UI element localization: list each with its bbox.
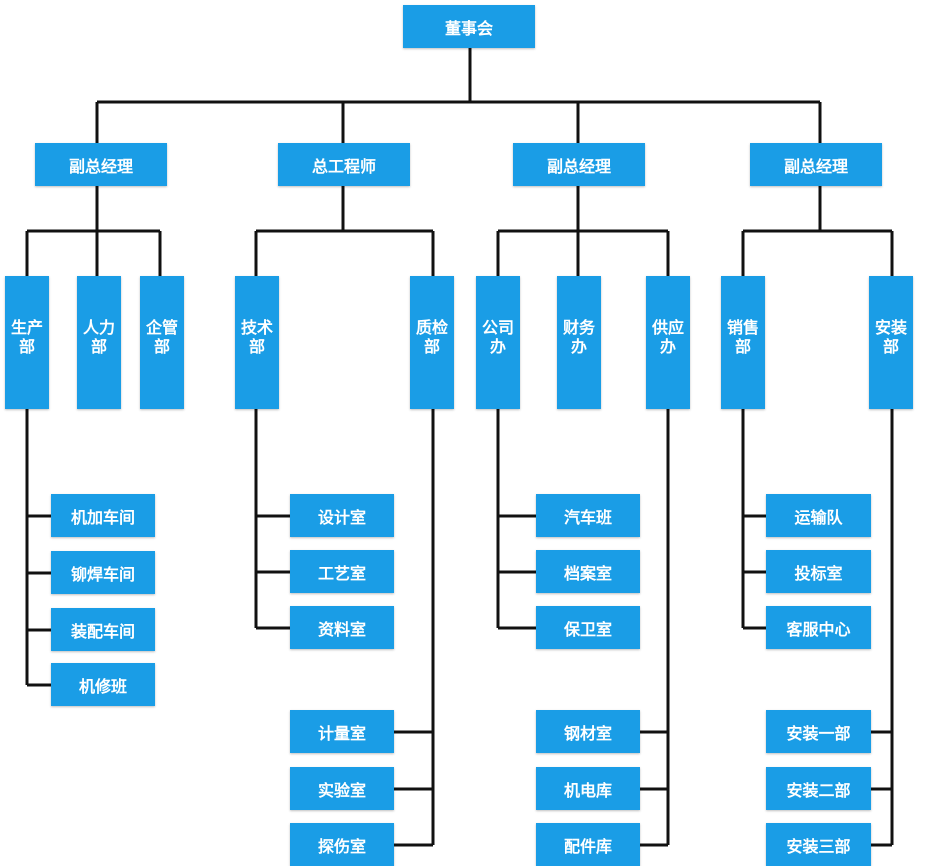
unit-technology-2-box: 工艺室 xyxy=(290,550,394,593)
deputy-gm-1-box: 副总经理 xyxy=(35,143,167,186)
unit-supply-1-box: 钢材室 xyxy=(536,710,640,753)
dept-quality-box: 质检部 xyxy=(410,276,454,409)
dept-enterprise-mgmt-box: 企管部 xyxy=(140,276,184,409)
unit-sales-2-box: 投标室 xyxy=(766,550,871,593)
unit-technology-3-box: 资料室 xyxy=(290,606,394,649)
unit-office-1-box: 汽车班 xyxy=(536,494,640,537)
dept-hr-box: 人力部 xyxy=(77,276,121,409)
unit-installation-1-box: 安装一部 xyxy=(766,710,871,753)
dept-supply-box: 供应办 xyxy=(646,276,690,409)
unit-supply-2-box: 机电库 xyxy=(536,767,640,810)
unit-supply-3-box: 配件库 xyxy=(536,823,640,866)
deputy-gm-3-box: 副总经理 xyxy=(750,143,882,186)
unit-production-1-box: 机加车间 xyxy=(51,494,155,537)
unit-quality-2-box: 实验室 xyxy=(290,767,394,810)
unit-sales-3-box: 客服中心 xyxy=(766,606,871,649)
unit-production-3-box: 装配车间 xyxy=(51,608,155,651)
unit-quality-1-box: 计量室 xyxy=(290,710,394,753)
dept-technology-box: 技术部 xyxy=(235,276,279,409)
unit-installation-3-box: 安装三部 xyxy=(766,823,871,866)
board-box: 董事会 xyxy=(403,5,535,48)
unit-office-3-box: 保卫室 xyxy=(536,606,640,649)
unit-sales-1-box: 运输队 xyxy=(766,494,871,537)
unit-office-2-box: 档案室 xyxy=(536,550,640,593)
unit-installation-2-box: 安装二部 xyxy=(766,767,871,810)
deputy-gm-2-box: 副总经理 xyxy=(513,143,645,186)
unit-production-4-box: 机修班 xyxy=(51,663,155,706)
dept-finance-box: 财务办 xyxy=(557,276,601,409)
unit-technology-1-box: 设计室 xyxy=(290,494,394,537)
dept-production-box: 生产部 xyxy=(5,276,49,409)
dept-office-box: 公司办 xyxy=(476,276,520,409)
dept-installation-box: 安装部 xyxy=(869,276,913,409)
dept-sales-box: 销售部 xyxy=(721,276,765,409)
unit-quality-3-box: 探伤室 xyxy=(290,823,394,866)
unit-production-2-box: 铆焊车间 xyxy=(51,551,155,594)
chief-engineer-box: 总工程师 xyxy=(278,143,410,186)
